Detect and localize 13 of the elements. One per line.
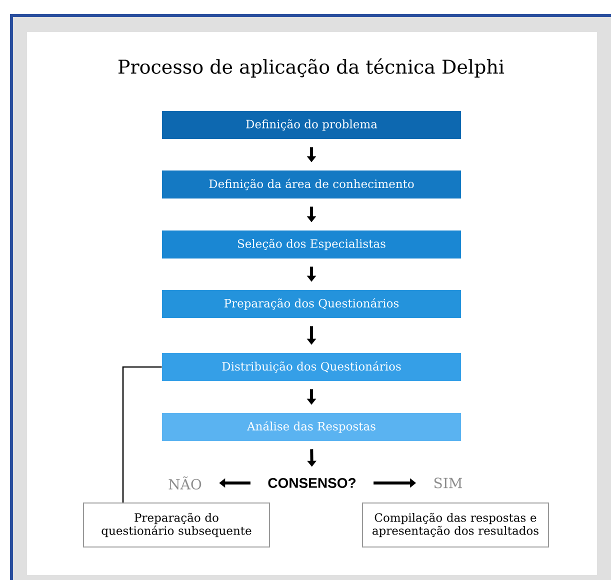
process-box: Definição da área de conhecimento (162, 170, 461, 198)
process-box: Definição do problema (162, 110, 461, 139)
process-box: Seleção dos Especialistas (162, 230, 461, 258)
connector-line (122, 366, 162, 502)
process-box: Análise das Respostas (162, 412, 461, 441)
answer-text: NÃO (168, 476, 202, 490)
title: Processo de aplicação da técnica Delphi (118, 58, 504, 78)
outcome-box: Preparação do questionário subsequente (83, 502, 270, 548)
outcome-box: Compilação das respostas e apresentação dos resultados (362, 502, 549, 548)
process-box: Preparação dos Questionários (162, 290, 461, 318)
process-box: Distribuição dos Questionários (162, 352, 461, 381)
answer-text: SIM (434, 478, 462, 488)
decision-text: CONSENSO? (268, 478, 356, 488)
